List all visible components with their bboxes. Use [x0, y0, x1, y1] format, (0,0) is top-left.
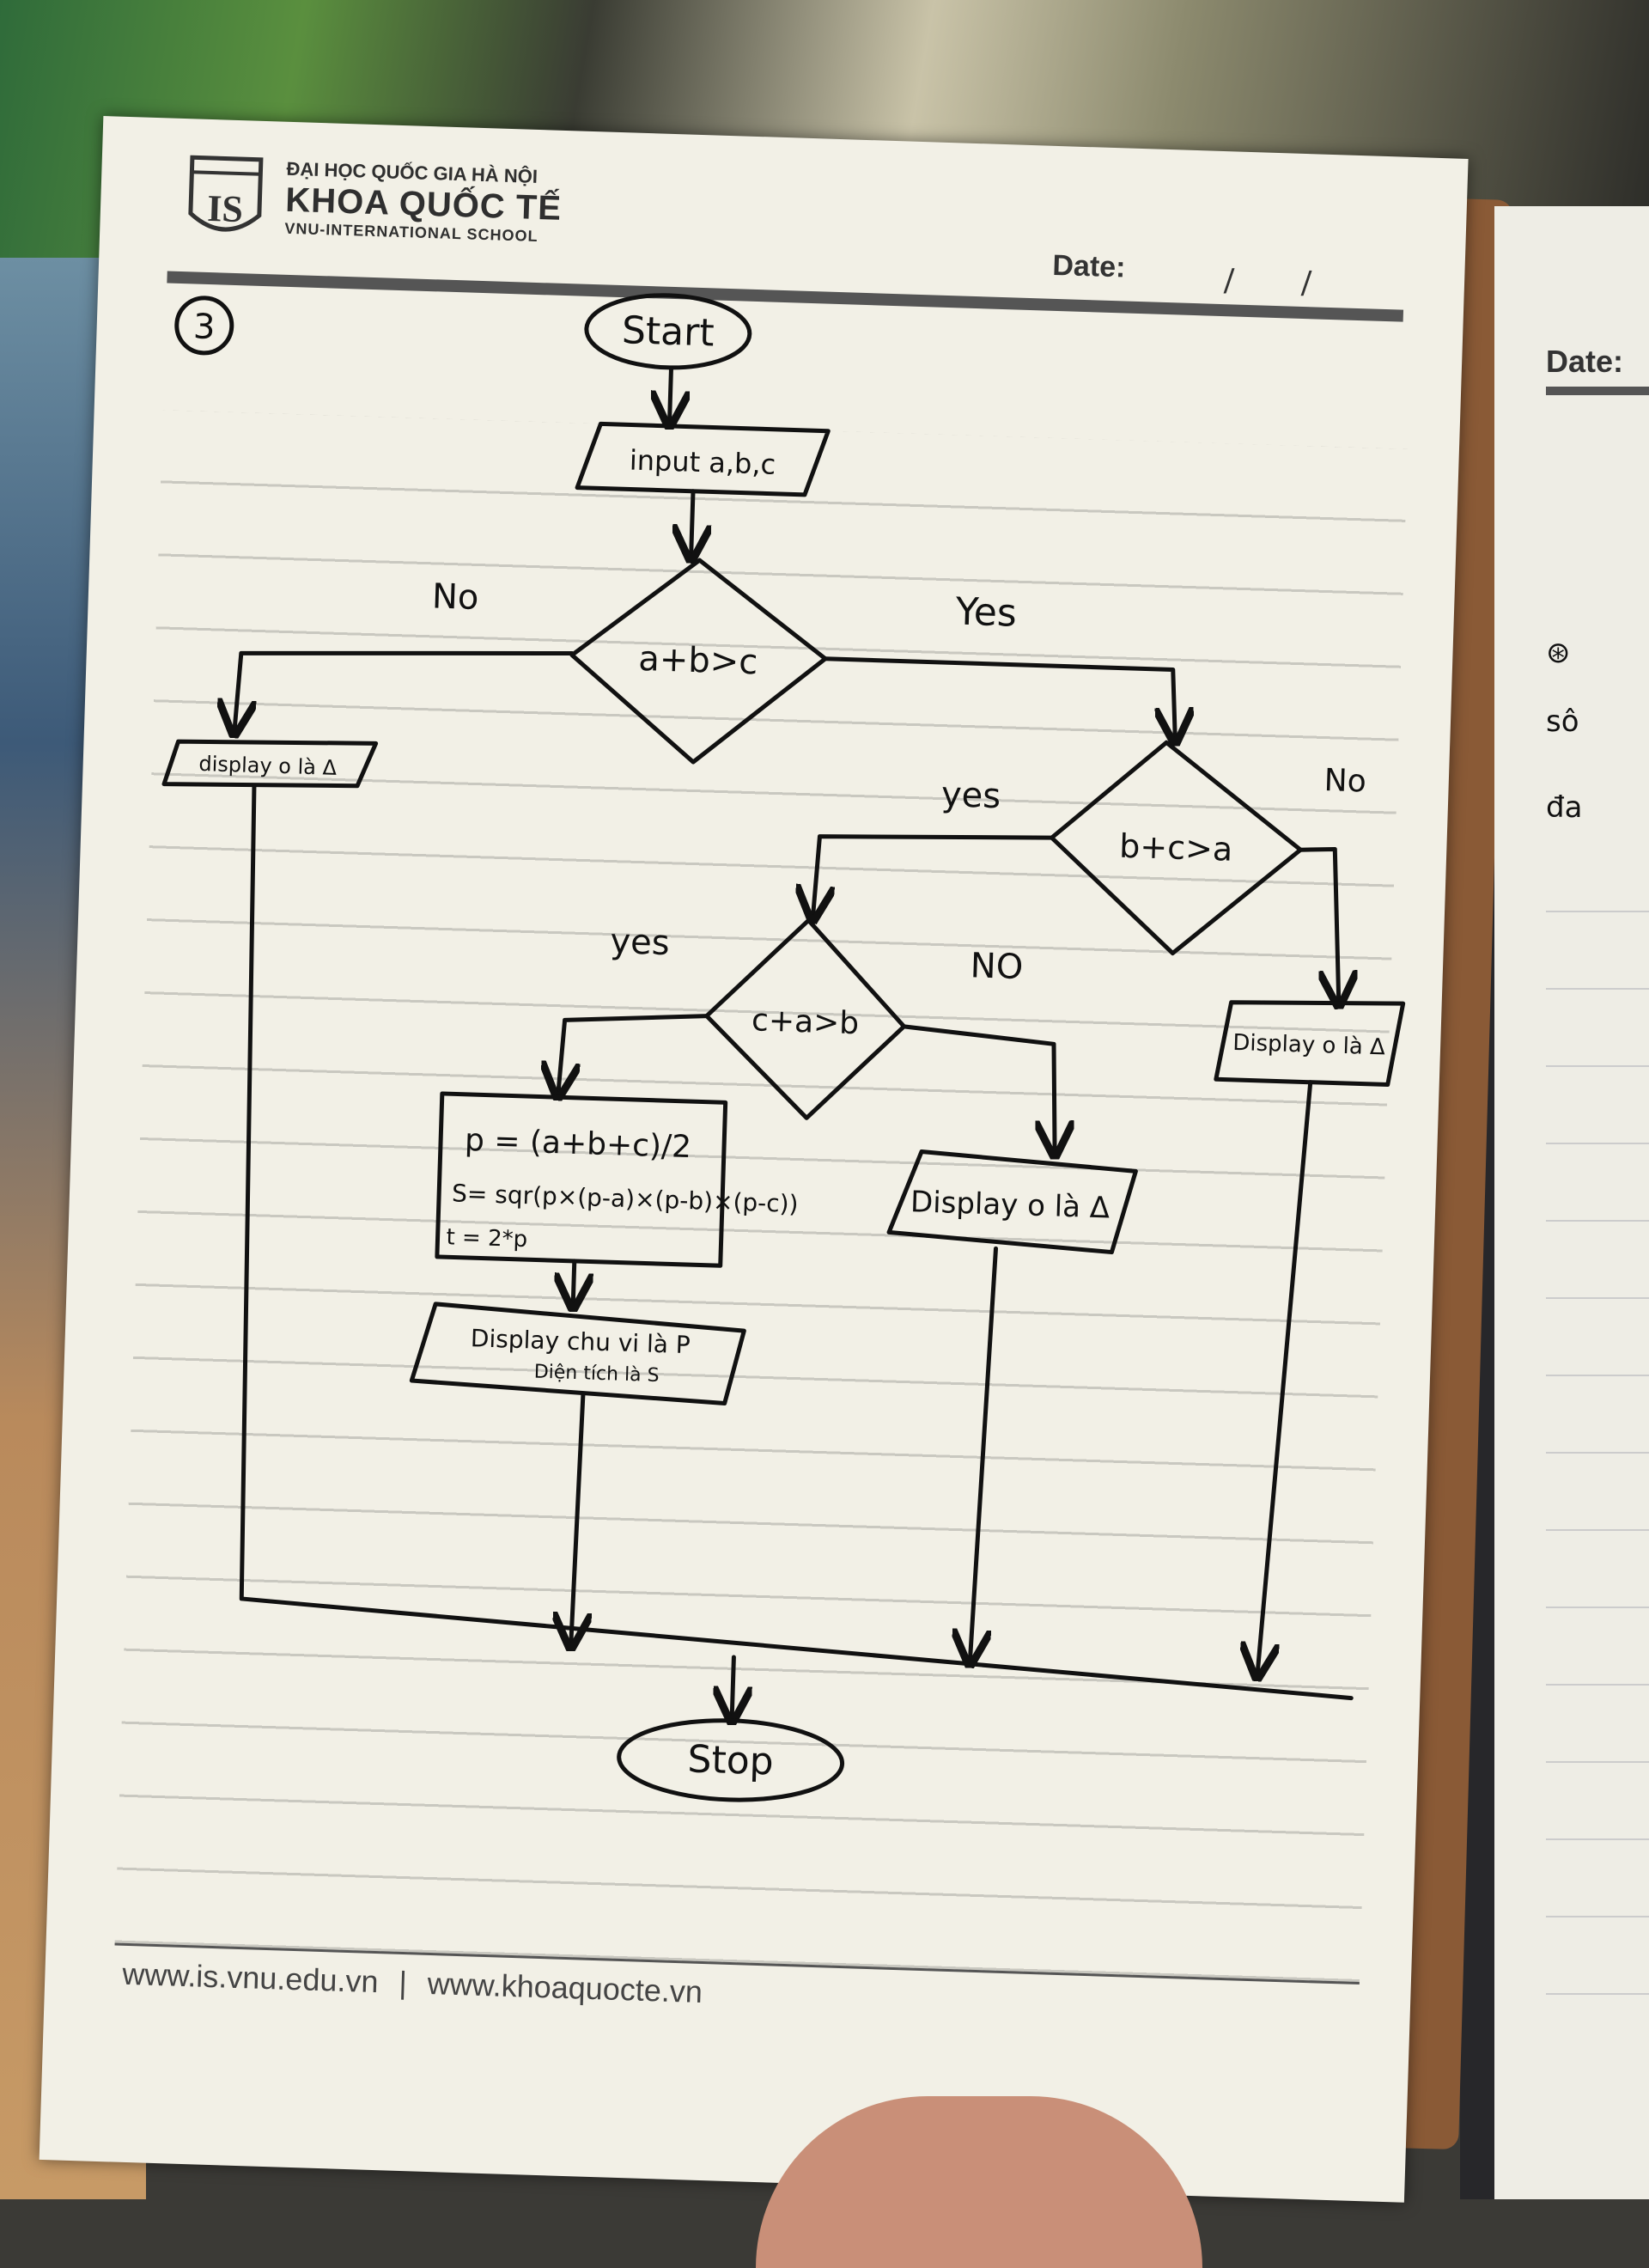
display-left-box — [161, 739, 379, 789]
start-label: Start — [621, 308, 715, 355]
footer-separator: | — [398, 1964, 408, 2001]
arrow-calc-display — [573, 1259, 575, 1304]
next-page-date-label: Date: — [1546, 344, 1624, 379]
school-logo: IS — [188, 155, 264, 232]
cond3-diamond — [704, 918, 907, 1120]
arrow-right-to-merge — [1257, 1080, 1313, 1674]
arrow-cond2-yes — [813, 834, 1055, 924]
cond3-label: c+a>b — [751, 1003, 860, 1041]
cond1-diamond — [569, 558, 828, 765]
stop-label: Stop — [687, 1737, 775, 1783]
arrow-merge-stop — [732, 1655, 733, 1717]
cond2-diamond — [1050, 740, 1303, 956]
cond2-yes-label: yes — [940, 775, 1001, 816]
arrow-mid-to-merge — [970, 1246, 998, 1661]
display-left-label: display o là Δ — [198, 752, 338, 780]
stop-terminator — [617, 1718, 845, 1802]
next-page-text-1: sô — [1546, 704, 1579, 739]
arrow-cond3-no — [902, 1024, 1058, 1152]
problem-number-circle — [174, 296, 234, 356]
input-box — [575, 421, 831, 497]
cond1-label: a+b>c — [638, 639, 758, 682]
arrow-cond1-yes — [823, 656, 1177, 739]
footer-url-1: www.is.vnu.edu.vn — [121, 1955, 380, 2000]
cond2-label: b+c>a — [1119, 827, 1233, 869]
display-result-line-2: Diện tích là S — [533, 1362, 660, 1387]
next-page-scribble: ⊛ — [1546, 636, 1571, 670]
arrow-input-cond1 — [691, 489, 693, 556]
problem-number: 3 — [192, 307, 216, 347]
calc-line-3: t = 2*p — [446, 1224, 527, 1253]
arrow-cond3-yes — [558, 1014, 709, 1097]
display-result-line-1: Display chu vi là P — [470, 1324, 691, 1359]
start-terminator — [584, 293, 752, 370]
arrow-start-input — [670, 365, 672, 422]
notebook-page: IS ĐẠI HỌC QUỐC GIA HÀ NỘI KHOA QUỐC TẾ … — [39, 116, 1469, 2203]
cond3-yes-label: yes — [610, 922, 671, 963]
calc-box — [435, 1091, 728, 1268]
logo-text: IS — [207, 187, 244, 230]
display-mid-label: Display o là Δ — [910, 1185, 1110, 1225]
display-right-label: Display o là Δ — [1232, 1030, 1386, 1061]
display-result-box — [409, 1302, 746, 1405]
display-mid-box — [886, 1149, 1138, 1255]
calc-line-2: S= sqr(p×(p-a)×(p-b)×(p-c)) — [452, 1179, 799, 1218]
cond1-no-label: No — [431, 576, 479, 618]
calc-line-1: p = (a+b+c)/2 — [464, 1123, 691, 1165]
cond2-no-label: No — [1323, 763, 1366, 800]
flowchart: 3 Start input a,b,c a+b>c No Yes display… — [161, 293, 1406, 1802]
cond3-no-label: NO — [970, 946, 1024, 987]
input-label: input a,b,c — [629, 443, 776, 480]
arrow-cond1-no — [234, 650, 575, 741]
footer-url-2: www.khoaquocte.vn — [427, 1965, 703, 2010]
arrow-cond2-no — [1298, 846, 1344, 1001]
next-page: Date: ⊛ sô đa — [1494, 206, 1649, 2199]
next-page-text-2: đa — [1546, 790, 1583, 825]
display-right-box — [1214, 1000, 1406, 1088]
cond1-yes-label: Yes — [954, 589, 1018, 635]
arrow-result-to-merge — [571, 1392, 583, 1643]
next-page-header-rule — [1546, 387, 1649, 395]
